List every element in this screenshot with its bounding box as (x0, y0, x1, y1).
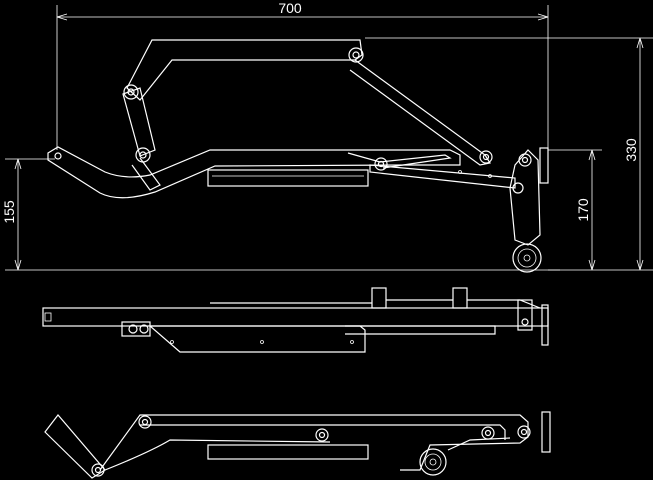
upper-arm (126, 39, 493, 166)
dimension-170: 170 (548, 149, 602, 271)
front-post (509, 147, 549, 273)
dimension-155: 155 (1, 158, 55, 271)
folded-side-view (44, 411, 551, 479)
folded-wheel (419, 448, 447, 476)
top-main-rail (42, 307, 549, 327)
dimension-155-label: 155 (1, 200, 17, 224)
lift-link (122, 84, 156, 163)
dimension-170-label: 170 (575, 198, 591, 222)
dimension-700: 700 (56, 0, 549, 150)
dimension-700-label: 700 (278, 0, 302, 16)
top-plate (148, 325, 366, 353)
dimension-330-label: 330 (623, 138, 639, 162)
folded-tray (207, 444, 369, 460)
bottom-tray (207, 169, 369, 187)
base-frame (47, 146, 461, 199)
lower-rail (369, 164, 516, 189)
top-view (42, 287, 549, 353)
dimension-330: 330 (365, 37, 653, 271)
release-lever (347, 152, 452, 171)
raised-side-view: 700 330 170 155 (1, 0, 653, 273)
